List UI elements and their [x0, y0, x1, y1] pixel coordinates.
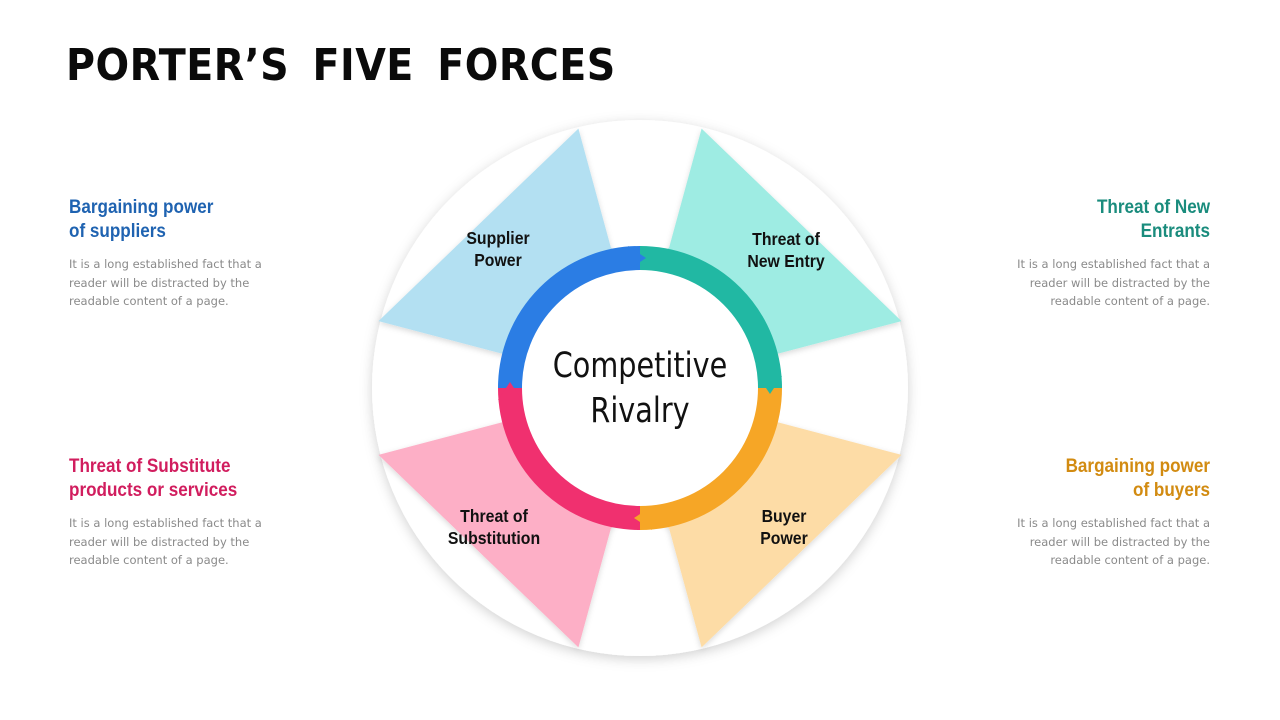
bargaining-buyers-heading: Bargaining power of buyers: [1030, 455, 1210, 503]
ring-arrowhead-right: [758, 376, 782, 394]
new-entrants-heading-line2: Entrants: [1140, 221, 1210, 242]
substitute-heading-line1: Threat of Substitute: [69, 456, 231, 477]
bargaining-suppliers-heading: Bargaining power of suppliers: [69, 196, 249, 244]
new-entrants-heading-line1: Threat of New: [1096, 197, 1210, 218]
buyer-power-label: Buyer Power: [760, 506, 808, 548]
substitution-label-line1: Threat of: [460, 506, 528, 526]
new-entrants-text: It is a long established fact that a rea…: [1017, 257, 1210, 308]
ring-teal-arc: [639, 246, 782, 389]
bargaining-buyers-heading-line2: of buyers: [1133, 480, 1210, 501]
center-label-line2: Rivalry: [590, 389, 689, 431]
title-word-1: PORTER’S: [66, 40, 290, 91]
ring-arrowhead-bottom: [634, 506, 652, 530]
ring-pink-arc: [498, 387, 641, 530]
center-label-line1: Competitive: [553, 344, 727, 386]
new-entry-label-line1: Threat of: [752, 229, 820, 249]
bargaining-buyers-heading-line1: Bargaining power: [1065, 456, 1210, 477]
substitute-heading: Threat of Substitute products or service…: [69, 455, 249, 503]
supplier-power-label: Supplier Power: [466, 228, 530, 270]
new-entrants-heading: Threat of New Entrants: [1030, 196, 1210, 244]
supplier-power-label-line1: Supplier: [466, 228, 530, 248]
center-circle: [528, 276, 752, 500]
ring-arrowhead-left: [498, 382, 522, 400]
bargaining-suppliers-heading-line1: Bargaining power: [69, 197, 214, 218]
substitute-text: It is a long established fact that a rea…: [69, 516, 262, 567]
bargaining-buyers-text: It is a long established fact that a rea…: [1017, 516, 1210, 567]
buyer-power-label-line2: Power: [760, 528, 808, 548]
new-entry-label: Threat of New Entry: [747, 229, 825, 271]
ring-blue-arc: [498, 246, 641, 389]
bargaining-suppliers-heading-line2: of suppliers: [69, 221, 166, 242]
new-entrants-block: Threat of New Entrants It is a long esta…: [1010, 196, 1210, 311]
substitute-heading-line2: products or services: [69, 480, 238, 501]
title-word-2: FIVE: [312, 40, 414, 91]
new-entry-label-line2: New Entry: [747, 251, 825, 271]
bargaining-suppliers-text: It is a long established fact that a rea…: [69, 257, 262, 308]
bargaining-buyers-block: Bargaining power of buyers It is a long …: [1010, 455, 1210, 570]
ring-arrowhead-top: [628, 246, 646, 270]
title-word-3: FORCES: [437, 40, 616, 91]
substitute-block: Threat of Substitute products or service…: [69, 455, 269, 570]
bargaining-suppliers-block: Bargaining power of suppliers It is a lo…: [69, 196, 269, 311]
supplier-power-label-line2: Power: [474, 250, 522, 270]
substitution-label: Threat of Substitution: [448, 506, 540, 548]
center-label: Competitive Rivalry: [553, 344, 727, 431]
buyer-power-label-line1: Buyer: [762, 506, 807, 526]
ring-orange-arc: [639, 387, 782, 530]
slide-title: PORTER’S FIVE FORCES: [66, 40, 639, 91]
substitution-label-line2: Substitution: [448, 528, 540, 548]
